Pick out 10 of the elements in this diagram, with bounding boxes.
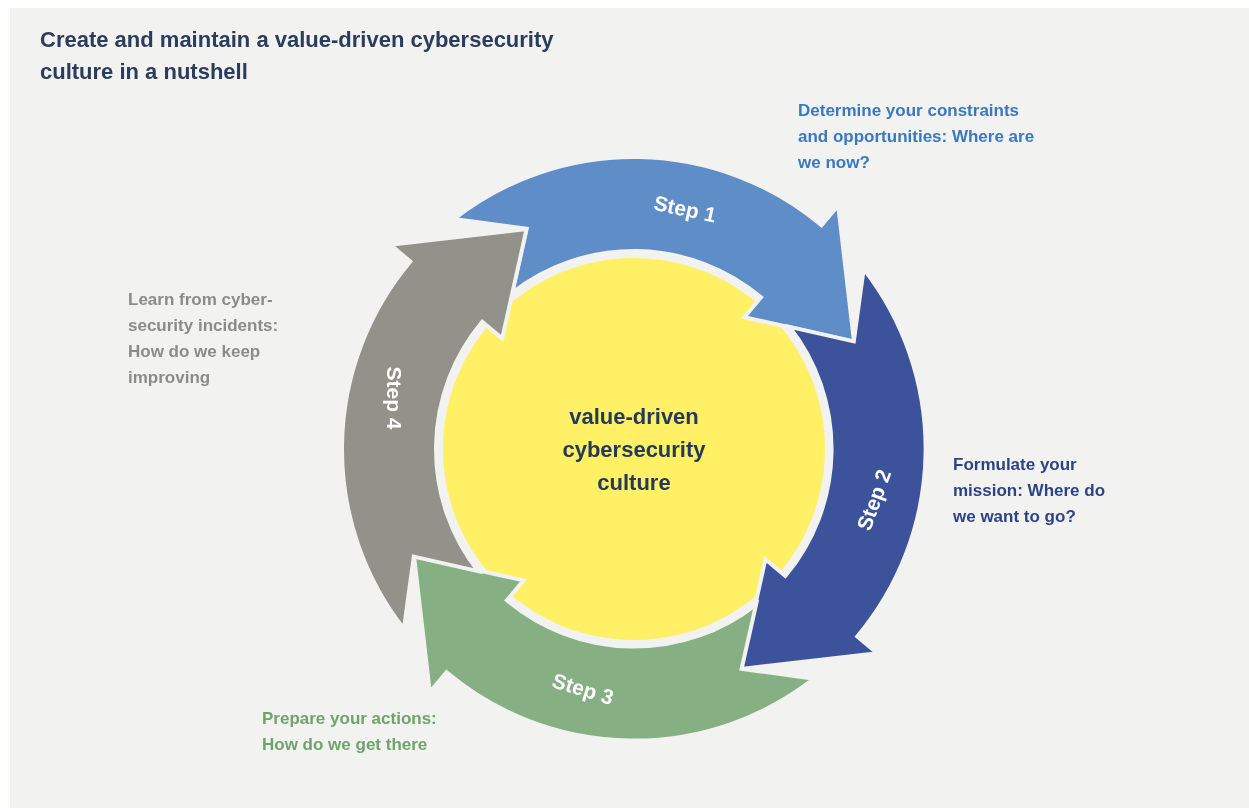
step-description: Learn from cyber-security incidents: How do we keep improving [128,289,280,389]
step-description: Prepare your actions: How do we get there [262,708,438,756]
center-label: value-driven cybersecurity culture [561,402,707,497]
step-label: Step 2 [850,465,896,535]
step-label: Step 4 [382,366,408,430]
title: Create and maintain a value-driven cybersecurity culture in a nutshell [40,26,555,86]
step-label: Step 1 [650,190,719,229]
step-label: Step 3 [548,667,618,711]
step-description: Formulate your mission: Where do we want to go? [953,454,1107,528]
step-description: Determine your constraints and opportunities: Where are we now? [798,100,1036,174]
